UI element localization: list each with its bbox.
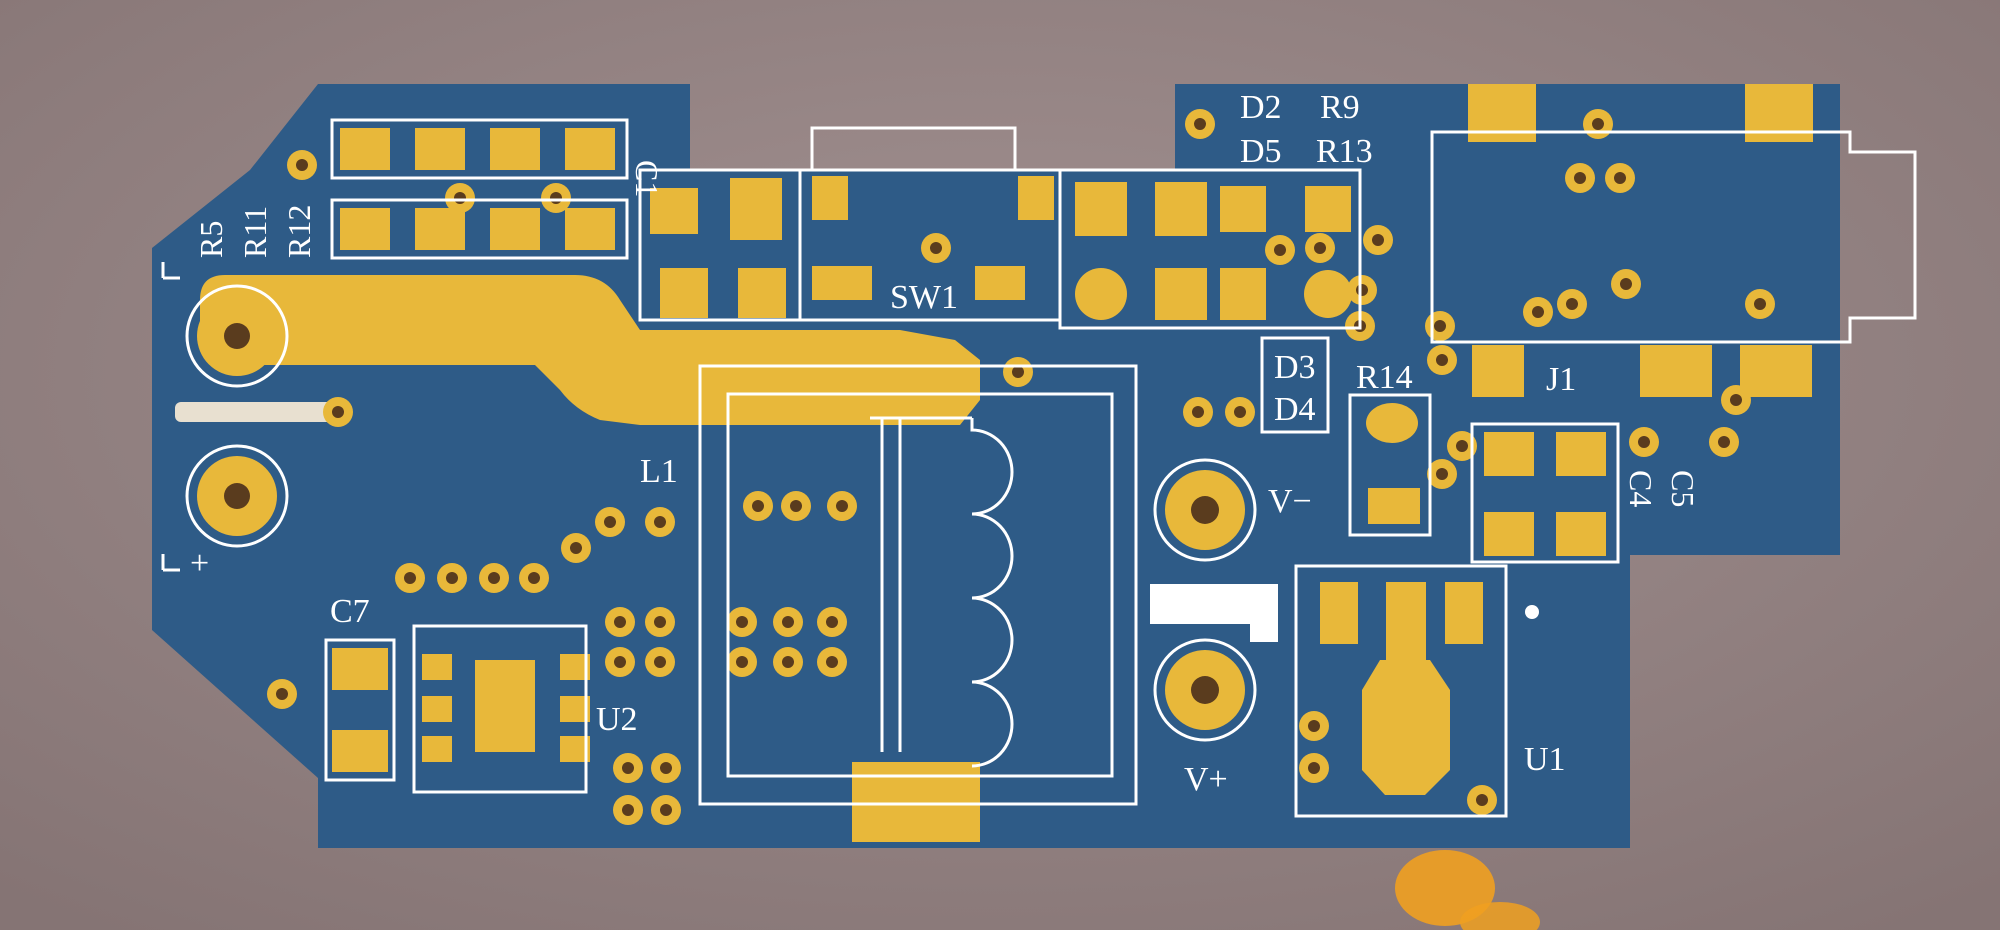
label-r5: R5 — [193, 221, 229, 258]
pad — [730, 178, 782, 240]
pad — [340, 128, 390, 170]
label-u2: U2 — [596, 701, 638, 738]
label-sw1: SW1 — [890, 279, 958, 316]
label-v-minus: V− — [1268, 483, 1312, 520]
pad — [1220, 268, 1266, 320]
pad — [1472, 345, 1524, 397]
cursor-highlight — [1395, 850, 1540, 930]
label-u1: U1 — [1524, 741, 1566, 778]
pad — [422, 696, 452, 722]
label-d4: D4 — [1274, 391, 1316, 428]
label-r13: R13 — [1316, 133, 1373, 170]
pad — [660, 268, 708, 318]
pad — [422, 654, 452, 680]
label-d2: D2 — [1240, 89, 1282, 126]
thin-trace — [175, 402, 340, 422]
via-holes — [224, 118, 1766, 816]
pad — [1556, 512, 1606, 556]
pad — [415, 208, 465, 250]
pad — [852, 762, 980, 842]
silk-block — [1250, 584, 1278, 642]
main-power-trace — [200, 275, 980, 425]
pad — [1075, 268, 1127, 320]
pad — [1304, 270, 1352, 318]
label-j1: J1 — [1546, 361, 1576, 398]
pad — [415, 128, 465, 170]
pad — [650, 188, 698, 234]
label-l1: L1 — [640, 453, 678, 490]
pad — [565, 208, 615, 250]
copper-layer — [175, 84, 1813, 842]
label-v-plus: V+ — [1184, 761, 1228, 798]
label-d5: D5 — [1240, 133, 1282, 170]
pad — [1320, 582, 1358, 644]
pad — [1368, 488, 1420, 524]
u1-tab-pad — [1362, 660, 1450, 795]
pad — [340, 208, 390, 250]
pin1-dot — [1525, 605, 1539, 619]
label-d3: D3 — [1274, 349, 1316, 386]
label-c1: C1 — [629, 160, 665, 197]
pad — [1155, 268, 1207, 320]
pad — [332, 730, 388, 772]
pad — [1366, 403, 1418, 443]
pad — [332, 648, 388, 690]
pad — [1484, 512, 1534, 556]
pad — [1305, 186, 1351, 232]
silkscreen-labels: R5 R11 R12 C1 SW1 D2 R9 D5 R13 J1 D3 D4 … — [190, 89, 1701, 798]
pad — [1018, 176, 1054, 220]
pad — [490, 128, 540, 170]
label-r12: R12 — [281, 205, 317, 258]
pad — [1220, 186, 1266, 232]
silkscreen-layer — [161, 118, 1917, 818]
pad — [812, 266, 872, 300]
label-r9: R9 — [1320, 89, 1360, 126]
pad — [1484, 432, 1534, 476]
label-batt-plus: + — [190, 545, 209, 582]
pad — [1740, 345, 1812, 397]
pad — [1386, 582, 1426, 662]
pad — [738, 268, 786, 318]
pad — [475, 660, 535, 752]
label-c4: C4 — [1623, 470, 1659, 507]
pad — [1640, 345, 1712, 397]
pad — [975, 266, 1025, 300]
pad — [565, 128, 615, 170]
label-r11: R11 — [237, 206, 273, 258]
pad — [1155, 182, 1207, 236]
pad — [490, 208, 540, 250]
label-c5: C5 — [1665, 470, 1701, 507]
pad — [1075, 182, 1127, 236]
pad — [1556, 432, 1606, 476]
pad — [812, 176, 848, 220]
pad — [1445, 582, 1483, 644]
pad — [422, 736, 452, 762]
label-r14: R14 — [1356, 359, 1413, 396]
label-c7: C7 — [330, 593, 370, 630]
